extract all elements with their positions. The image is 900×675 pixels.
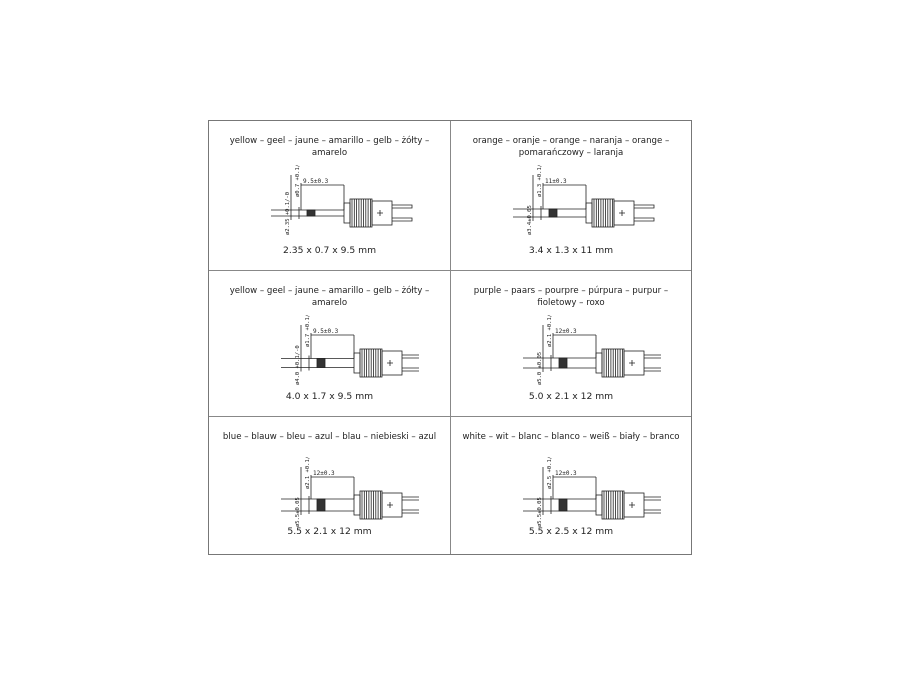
size-label: 5.5 x 2.5 x 12 mm xyxy=(528,526,614,537)
length-dimension: 9.5±0.3 xyxy=(313,328,339,335)
color-names: yellow – geel – jaune – amarillo – gelb … xyxy=(229,136,430,158)
outer-diameter: ø5.5±0.05 xyxy=(295,497,301,527)
connector-table: yellow – geel – jaune – amarillo – gelb … xyxy=(208,120,692,555)
color-names: white – wit – blanc – blanco – weiß – bi… xyxy=(462,432,680,442)
connector-cell: blue – blauw – bleu – azul – blau – nieb… xyxy=(209,417,451,554)
outer-diameter: ø5.5±0.05 xyxy=(537,497,543,527)
color-names: purple – paars – pourpre – púrpura – pur… xyxy=(473,286,669,308)
connector-cell: purple – paars – pourpre – púrpura – pur… xyxy=(451,271,691,417)
color-names: orange – oranje – orange – naranja – ora… xyxy=(472,136,670,158)
connector-diagram: 12±0.3 ø5.0 ±0.05 ø2.1 +0.1/-0 xyxy=(523,315,661,385)
plug-outline xyxy=(281,325,419,378)
connector-cell: yellow – geel – jaune – amarillo – gelb … xyxy=(209,271,451,417)
inner-diameter: ø2.1 +0.1/-0 xyxy=(547,315,553,347)
size-label: 4.0 x 1.7 x 9.5 mm xyxy=(285,391,374,402)
outer-diameter: ø5.0 ±0.05 xyxy=(537,352,543,385)
plug-outline xyxy=(271,175,413,228)
size-label: 3.4 x 1.3 x 11 mm xyxy=(528,245,614,256)
plug-outline xyxy=(281,467,419,520)
length-dimension: 12±0.3 xyxy=(555,328,577,335)
outer-diameter: ø3.4±0.05 xyxy=(527,205,533,235)
connector-diagram: 12±0.3 ø5.5±0.05 ø2.1 +0.1/-0 xyxy=(281,457,419,527)
size-label: 5.5 x 2.1 x 12 mm xyxy=(287,526,372,537)
length-dimension: 12±0.3 xyxy=(555,470,577,477)
length-dimension: 11±0.3 xyxy=(545,178,567,185)
connector-diagram: 9.5±0.3 ø4.0 +0.1/-0 ø1.7 +0.1/-0 xyxy=(281,315,419,385)
length-dimension: 9.5±0.3 xyxy=(303,178,329,185)
outer-diameter: ø2.35 +0.1/-0 xyxy=(285,192,291,235)
plug-outline xyxy=(523,467,661,520)
plug-outline xyxy=(523,325,661,378)
color-names: yellow – geel – jaune – amarillo – gelb … xyxy=(229,286,430,308)
inner-diameter: ø1.7 +0.1/-0 xyxy=(305,315,311,347)
inner-diameter: ø2.5 +0.1/-0 xyxy=(547,457,553,489)
connector-cell: orange – oranje – orange – naranja – ora… xyxy=(451,121,691,271)
inner-diameter: ø2.1 +0.1/-0 xyxy=(305,457,311,489)
connector-cell: white – wit – blanc – blanco – weiß – bi… xyxy=(451,417,691,554)
outer-diameter: ø4.0 +0.1/-0 xyxy=(295,345,301,385)
size-label: 5.0 x 2.1 x 12 mm xyxy=(528,391,614,402)
inner-diameter: ø0.7 +0.1/-0 xyxy=(295,165,301,197)
connector-diagram: 12±0.3 ø5.5±0.05 ø2.5 +0.1/-0 xyxy=(523,457,661,527)
plug-outline xyxy=(513,175,655,228)
connector-cell: yellow – geel – jaune – amarillo – gelb … xyxy=(209,121,451,271)
color-names: blue – blauw – bleu – azul – blau – nieb… xyxy=(222,432,437,442)
length-dimension: 12±0.3 xyxy=(313,470,335,477)
connector-diagram: 11±0.3 ø3.4±0.05 ø1.3 +0.1/-0 xyxy=(513,165,655,235)
connector-diagram: 9.5±0.3 ø2.35 +0.1/-0 ø0.7 +0.1/-0 xyxy=(271,165,413,235)
size-label: 2.35 x 0.7 x 9.5 mm xyxy=(282,245,377,256)
inner-diameter: ø1.3 +0.1/-0 xyxy=(537,165,543,197)
